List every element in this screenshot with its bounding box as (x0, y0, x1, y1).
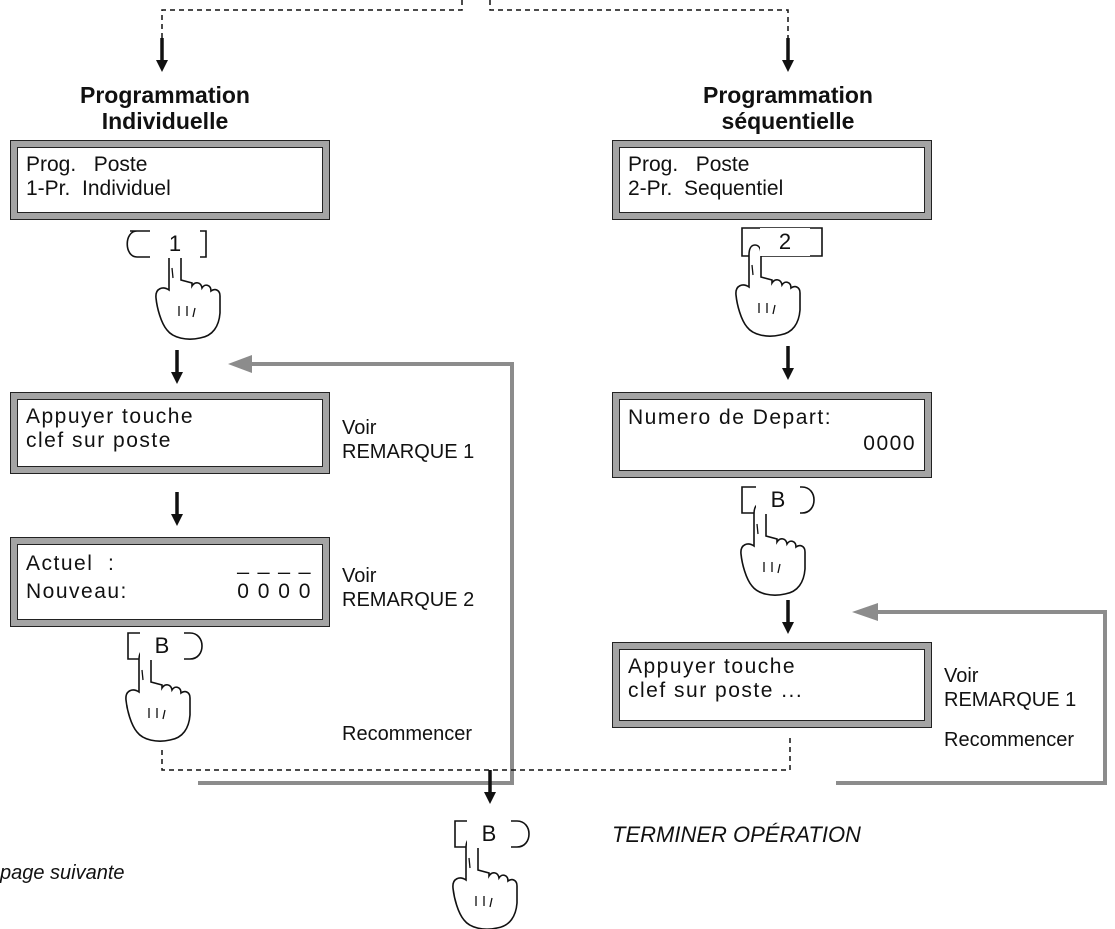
note-remarque-2: Voir REMARQUE 2 (342, 565, 475, 611)
note-remarque-1-seq: Voir REMARQUE 1 (944, 665, 1077, 711)
arrow-down-icon (780, 344, 796, 382)
footer-page-suivante: page suivante (0, 862, 125, 884)
lcd-screen-appuyer-touche-seq: Appuyer touche clef sur poste ... (612, 642, 932, 728)
lcd-screen-actuel-nouveau: Actuel :_ _ _ _ Nouveau:0 0 0 0 (10, 537, 330, 627)
loop-arrowhead (228, 355, 252, 373)
lcd-screen-prog-individuel: Prog. Poste 1-Pr. Individuel (10, 140, 330, 220)
key-b-button[interactable]: B (756, 486, 800, 514)
pointing-hand-icon (452, 837, 518, 929)
loop-arrowhead (852, 603, 878, 621)
arrow-down-icon (780, 598, 796, 636)
pointing-hand-icon (125, 649, 191, 742)
heading-sequentielle: Programmation séquentielle (703, 82, 873, 134)
arrow-down-icon (482, 768, 498, 806)
final-key-b-button[interactable]: B (467, 820, 511, 848)
pointing-hand-icon (740, 503, 806, 596)
loop-line (836, 610, 1107, 785)
final-label-terminer: TERMINER OPÉRATION (612, 822, 861, 847)
lcd-screen-appuyer-touche: Appuyer touche clef sur poste (10, 392, 330, 474)
arrow-down-icon (780, 36, 796, 74)
note-remarque-1: Voir REMARQUE 1 (342, 417, 475, 463)
arrow-down-icon (154, 36, 170, 74)
loop-line (198, 362, 514, 785)
loop-label-recommencer-seq: Recommencer (944, 729, 1075, 751)
pointing-hand-icon (735, 244, 801, 337)
heading-individual: Programmation Individuelle (80, 82, 250, 134)
key-2-button[interactable]: 2 (760, 228, 810, 256)
key-1-button[interactable]: 1 (150, 230, 200, 258)
top-split-dashed (161, 0, 789, 38)
bottom-merge-dashed (161, 734, 791, 771)
loop-label-recommencer: Recommencer (342, 723, 473, 745)
arrow-down-icon (169, 348, 185, 386)
lcd-screen-prog-sequentiel: Prog. Poste 2-Pr. Sequentiel (612, 140, 932, 220)
arrow-down-icon (169, 490, 185, 528)
pointing-hand-icon (155, 247, 221, 340)
key-b-button[interactable]: B (140, 632, 184, 660)
lcd-screen-numero-depart: Numero de Depart: 0000 (612, 392, 932, 478)
